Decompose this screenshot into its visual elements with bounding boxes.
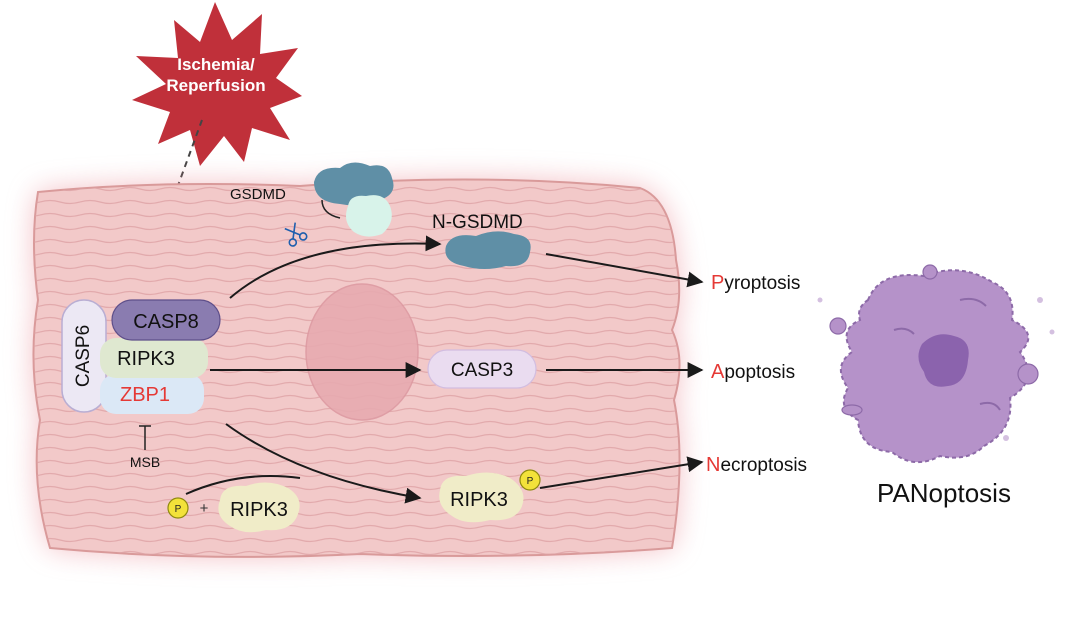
phospho-free-label: P <box>175 504 182 515</box>
gsdmd-n-domain <box>314 162 394 206</box>
scissors-icon <box>284 222 308 247</box>
necroptosis-initial: N <box>706 454 720 476</box>
apoptotic-body-3 <box>922 264 938 280</box>
debris-2 <box>1049 329 1055 335</box>
panoptotic-nucleus <box>918 334 969 387</box>
n-gsdmd-label: N-GSDMD <box>432 212 523 233</box>
ripk3-phosphorylated: RIPK3 P <box>439 469 541 523</box>
arrow-casp8-to-ngsdmd <box>229 235 442 299</box>
msb-inhibitor: MSB <box>130 425 160 470</box>
pyroptosis-initial: P <box>711 272 724 294</box>
ripk3-complex-box <box>100 338 208 378</box>
phospho-bound-circle <box>519 469 541 491</box>
ripk3-p-label: RIPK3 <box>450 489 508 511</box>
casp6-label: CASP6 <box>73 325 94 387</box>
organelle-1 <box>893 327 915 335</box>
apoptotic-body-4 <box>841 404 863 416</box>
n-gsdmd-shape <box>445 231 531 269</box>
gsdmd-label: GSDMD <box>230 186 286 203</box>
panoptotic-cell: PANoptosis <box>817 264 1055 508</box>
apoptosis-rest: poptosis <box>724 362 795 383</box>
casp8-box <box>111 299 221 341</box>
casp8-label: CASP8 <box>133 311 199 333</box>
plus-sign: + <box>200 500 209 517</box>
arrow-ngsdmd-to-pyroptosis <box>545 253 704 288</box>
pyroptosis-rest: yroptosis <box>724 273 800 294</box>
casp3-protein: CASP3 <box>427 349 537 389</box>
nucleus <box>305 283 419 421</box>
gsdmd-c-domain <box>346 195 392 237</box>
ripk3-p-blob <box>439 472 524 523</box>
organelle-2 <box>979 401 1001 411</box>
necroptosis-label: Necroptosis <box>706 454 807 476</box>
arrow-ripk3p-to-necroptosis <box>539 456 704 489</box>
zbp1-label: ZBP1 <box>120 384 170 406</box>
msb-label: MSB <box>130 454 160 470</box>
ischemia-reperfusion-trigger: Ischemia/ Reperfusion <box>132 2 302 166</box>
panoptosome-complex: CASP6 ZBP1 RIPK3 CASP8 <box>61 299 221 414</box>
ripk3-free-blob <box>218 482 300 533</box>
arrow-ripk3-merge <box>185 475 301 495</box>
apoptotic-body-2 <box>1017 363 1039 385</box>
trigger-label-line2: Reperfusion <box>166 76 265 95</box>
cardiomyocyte <box>32 178 681 558</box>
ripk3-free-label: RIPK3 <box>230 499 288 521</box>
debris-3 <box>817 297 823 303</box>
casp3-label: CASP3 <box>451 360 513 381</box>
organelle-3 <box>959 297 987 307</box>
trigger-star-shape <box>132 2 302 166</box>
gsdmd-protein: GSDMD <box>230 162 394 237</box>
ripk3-unphosphorylated: P + RIPK3 <box>167 482 300 533</box>
phospho-bound-label: P <box>527 476 534 487</box>
pathway-arrows <box>185 235 704 504</box>
gsdmd-linker <box>321 199 341 219</box>
zbp1-box <box>100 374 204 414</box>
pyroptosis-label: Pyroptosis <box>711 272 800 294</box>
n-gsdmd-protein: N-GSDMD <box>432 212 531 269</box>
phospho-free-circle <box>167 497 189 519</box>
trigger-label-line1: Ischemia/ <box>177 55 255 74</box>
apoptosis-initial: A <box>711 361 725 383</box>
arrow-complex-to-ripk3p <box>225 423 422 504</box>
debris-4 <box>1003 435 1009 441</box>
outcome-labels: Pyroptosis Apoptosis Necroptosis <box>706 272 807 476</box>
apoptotic-body-1 <box>829 317 847 335</box>
casp3-box <box>427 349 537 389</box>
panoptosis-label: PANoptosis <box>877 478 1011 508</box>
debris-1 <box>1037 297 1043 303</box>
ripk3-complex-label: RIPK3 <box>117 348 175 370</box>
necroptosis-rest: ecroptosis <box>720 455 807 476</box>
apoptosis-label: Apoptosis <box>711 361 795 383</box>
